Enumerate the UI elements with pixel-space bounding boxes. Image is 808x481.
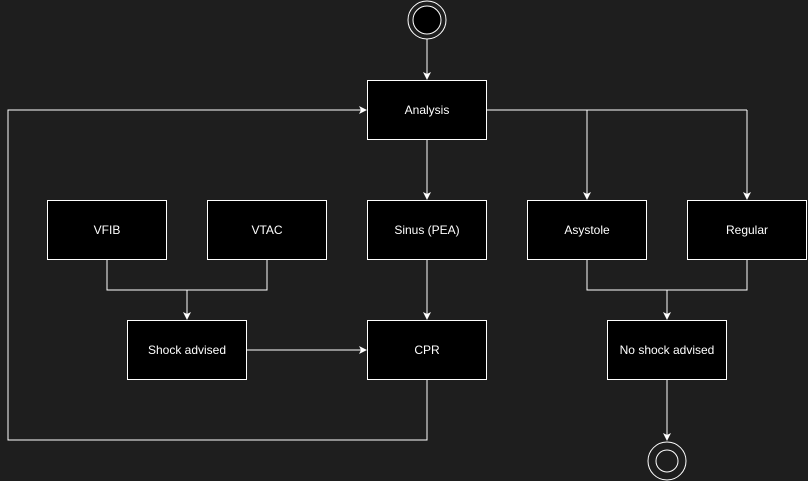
node-vfib: VFIB [47, 200, 167, 260]
node-cpr-label: CPR [414, 343, 440, 357]
edge-asystole-regular-merge [586, 260, 748, 291]
edge-vfib-vtac-merge [106, 260, 268, 291]
node-cpr: CPR [367, 320, 487, 380]
node-regular: Regular [687, 200, 807, 260]
node-sinus-pea-label: Sinus (PEA) [394, 223, 460, 237]
node-shock-advised-label: Shock advised [147, 343, 227, 357]
start-node-inner [412, 5, 442, 35]
node-vtac: VTAC [207, 200, 327, 260]
node-vtac-label: VTAC [251, 223, 283, 237]
node-vfib-label: VFIB [93, 223, 121, 237]
end-node-inner [655, 449, 679, 473]
node-no-shock-advised-label: No shock advised [619, 343, 715, 357]
edge-cpr-analysis-loop [7, 106, 428, 441]
node-no-shock-advised: No shock advised [607, 320, 727, 380]
node-analysis-label: Analysis [404, 103, 450, 117]
node-analysis: Analysis [367, 80, 487, 140]
node-asystole: Asystole [527, 200, 647, 260]
node-shock-advised: Shock advised [127, 320, 247, 380]
end-node [647, 441, 687, 481]
node-sinus-pea: Sinus (PEA) [367, 200, 487, 260]
node-asystole-label: Asystole [564, 223, 610, 237]
node-regular-label: Regular [725, 223, 769, 237]
